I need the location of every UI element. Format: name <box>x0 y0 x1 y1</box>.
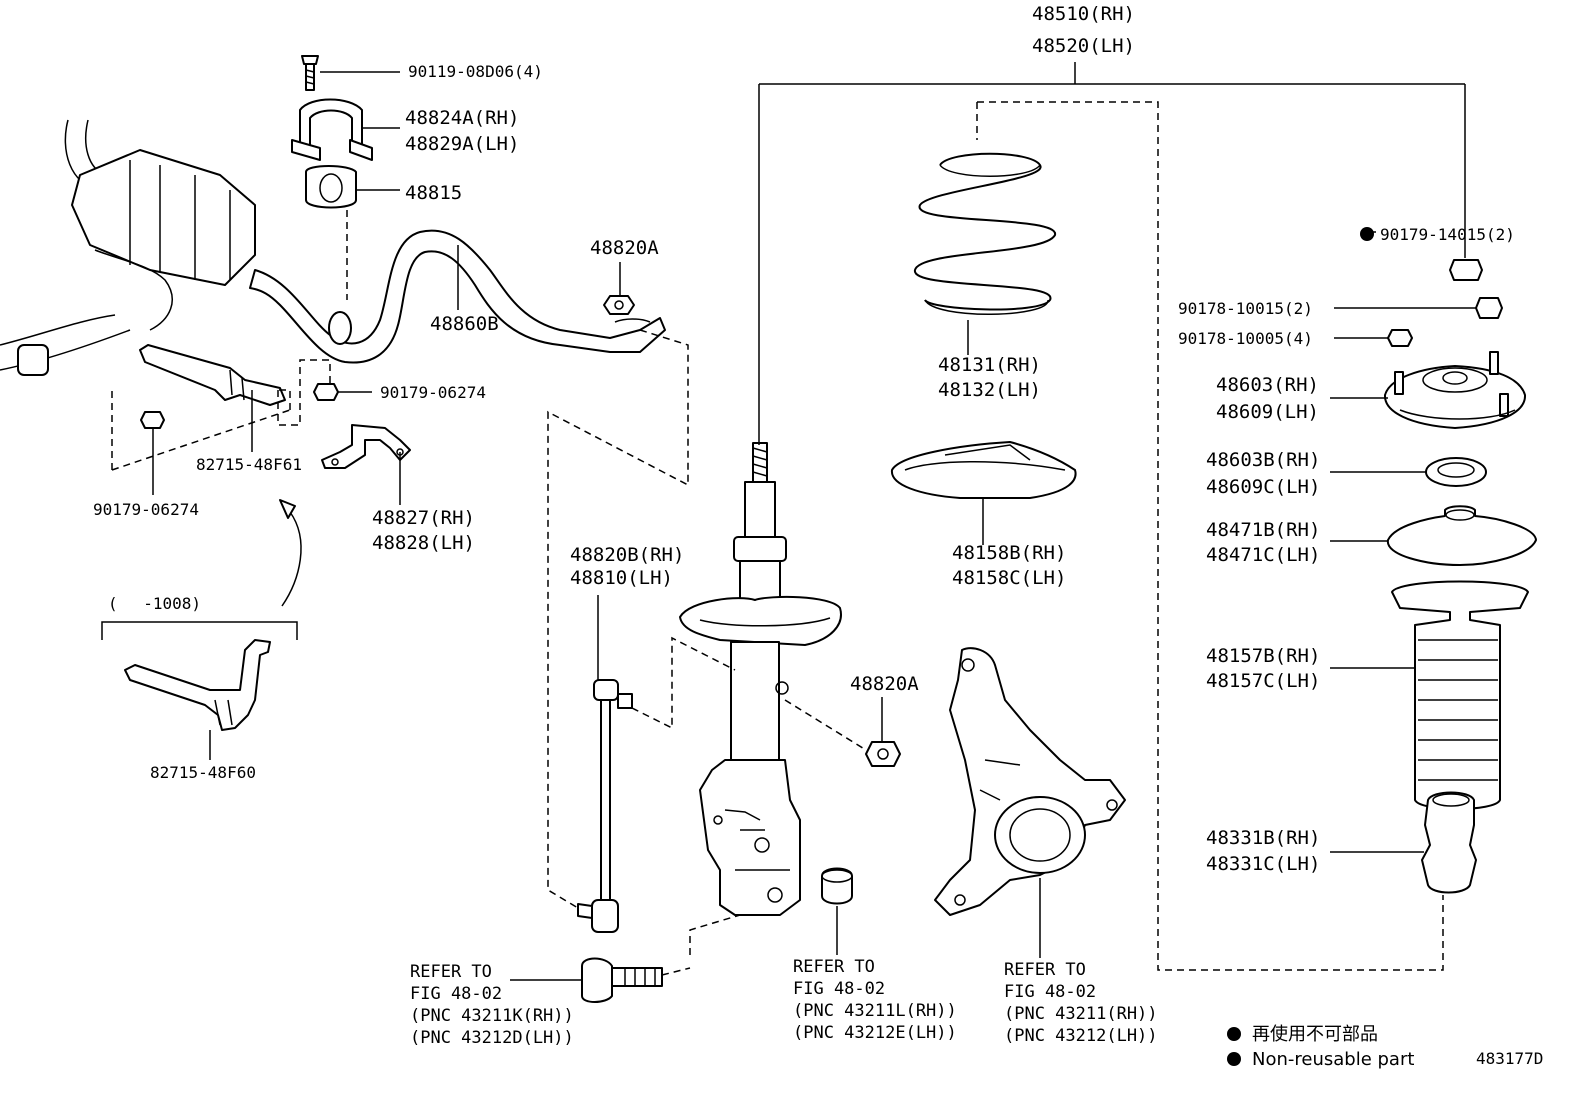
old-range-bracket-line <box>101 621 298 640</box>
label-stabilizer-bar: 48860B <box>430 313 499 335</box>
part-labels: 48510(RH) 48520(LH) 90119-08D06(4) 48824… <box>93 3 1515 875</box>
bump-stopper-48331-drawing <box>1421 791 1477 894</box>
bracket-82715-f61-drawing <box>139 344 286 406</box>
nut-90179-left-drawing <box>140 411 165 429</box>
ref-knuckle-line1: REFER TO <box>1004 960 1086 980</box>
label-bracket-48827-rh: 48827(RH) <box>372 507 475 529</box>
non-reusable-mark-icon <box>1360 227 1374 241</box>
ref-bolt-line3: (PNC 43211K(RH)) <box>410 1006 574 1026</box>
reference-labels: REFER TO FIG 48-02 (PNC 43211K(RH)) (PNC… <box>410 957 1158 1048</box>
label-insulator-48471-rh: 48471B(RH) <box>1206 519 1320 541</box>
label-bracket-48827-lh: 48828(LH) <box>372 532 475 554</box>
legend-en-text: Non-reusable part <box>1252 1049 1414 1070</box>
knuckle-drawing <box>934 647 1126 916</box>
label-old-range: ( -1008) <box>108 594 201 613</box>
bracket-48824-drawing <box>291 98 373 161</box>
label-nut-90179-left: 90179-06274 <box>93 500 199 519</box>
label-bearing-48603b-rh: 48603B(RH) <box>1206 449 1320 471</box>
label-bracket-82715-f60: 82715-48F60 <box>150 763 256 782</box>
strut-drawing <box>679 442 842 916</box>
legend: 再使用不可部品 Non-reusable part 483177D <box>1227 1024 1543 1070</box>
dashed-lines <box>111 101 1444 976</box>
label-support-48603-rh: 48603(RH) <box>1216 374 1319 396</box>
nut-90178-10005-drawing <box>1387 329 1413 347</box>
diagram-id: 483177D <box>1476 1049 1543 1068</box>
label-spring-lh: 48132(LH) <box>938 379 1041 401</box>
label-strut-assy-lh: 48520(LH) <box>1032 35 1135 57</box>
label-spring-rh: 48131(RH) <box>938 354 1041 376</box>
ref-bushing-line1: REFER TO <box>793 957 875 977</box>
label-nut-90178-10015: 90178-10015(2) <box>1178 299 1313 318</box>
stabilizer-link-drawing <box>577 679 633 933</box>
legend-ja-text: 再使用不可部品 <box>1252 1024 1378 1045</box>
bracket-48827-drawing <box>321 424 411 469</box>
ref-bolt-line2: FIG 48-02 <box>410 984 502 1004</box>
label-bumper-48331-rh: 48331B(RH) <box>1206 827 1320 849</box>
label-boot-48157-lh: 48157C(LH) <box>1206 670 1320 692</box>
label-strut-assy-rh: 48510(RH) <box>1032 3 1135 25</box>
label-bracket-48824-lh: 48829A(LH) <box>405 133 519 155</box>
nut-90179-14015-drawing <box>1449 259 1483 281</box>
label-bearing-48603b-lh: 48609C(LH) <box>1206 476 1320 498</box>
knuckle-bolt-drawing <box>581 957 663 1003</box>
label-bumper-48331-lh: 48331C(LH) <box>1206 853 1320 875</box>
label-insulator-48158-lh: 48158C(LH) <box>952 567 1066 589</box>
leader-lines <box>152 62 1476 981</box>
ref-bushing-line4: (PNC 43212E(LH)) <box>793 1023 957 1043</box>
ref-bushing-line3: (PNC 43211L(RH)) <box>793 1001 957 1021</box>
dust-boot-48157-drawing <box>1391 580 1529 810</box>
insulator-48471-drawing <box>1386 505 1537 566</box>
label-bracket-48824-rh: 48824A(RH) <box>405 107 519 129</box>
ref-knuckle-line3: (PNC 43211(RH)) <box>1004 1004 1158 1024</box>
axle-beam-drawing <box>0 119 256 376</box>
label-nut-48820a-top: 48820A <box>590 237 659 259</box>
legend-ja-bullet-icon <box>1227 1027 1241 1041</box>
bushing-43211l-drawing <box>821 867 853 905</box>
label-nut-90178-10005: 90178-10005(4) <box>1178 329 1313 348</box>
bearing-48603b-drawing <box>1425 457 1487 487</box>
label-boot-48157-rh: 48157B(RH) <box>1206 645 1320 667</box>
label-bolt-90119: 90119-08D06(4) <box>408 62 543 81</box>
spring-insulator-48158-drawing <box>890 441 1077 499</box>
label-link-48820b-rh: 48820B(RH) <box>570 544 684 566</box>
ref-bolt-line4: (PNC 43212D(LH)) <box>410 1028 574 1048</box>
legend-en-bullet-icon <box>1227 1052 1241 1066</box>
nut-90179-right-drawing <box>313 383 339 401</box>
nut-48820a-top-drawing <box>603 295 635 315</box>
arrow-drawing <box>279 499 302 607</box>
ref-knuckle-line2: FIG 48-02 <box>1004 982 1096 1002</box>
nut-90178-10015-drawing <box>1475 297 1503 319</box>
coil-spring-drawing <box>914 152 1056 315</box>
bolt-90119-drawing <box>301 55 319 91</box>
label-nut-90179-right: 90179-06274 <box>380 383 486 402</box>
bracket-82715-f60-drawing <box>124 639 271 731</box>
label-insulator-48158-rh: 48158B(RH) <box>952 542 1066 564</box>
nut-48820a-mid-drawing <box>865 741 901 767</box>
ref-bolt-line1: REFER TO <box>410 962 492 982</box>
label-insulator-48471-lh: 48471C(LH) <box>1206 544 1320 566</box>
label-bushing-48815: 48815 <box>405 182 462 204</box>
ref-bushing-line2: FIG 48-02 <box>793 979 885 999</box>
label-nut-48820a-mid: 48820A <box>850 673 919 695</box>
label-link-48820b-lh: 48810(LH) <box>570 567 673 589</box>
ref-knuckle-line4: (PNC 43212(LH)) <box>1004 1026 1158 1046</box>
label-support-48603-lh: 48609(LH) <box>1216 401 1319 423</box>
strut-mount-48603-drawing <box>1383 351 1527 429</box>
label-nut-90179-14015: 90179-14015(2) <box>1380 225 1515 244</box>
label-bracket-82715-f61: 82715-48F61 <box>196 455 302 474</box>
bushing-48815-drawing <box>305 165 357 209</box>
